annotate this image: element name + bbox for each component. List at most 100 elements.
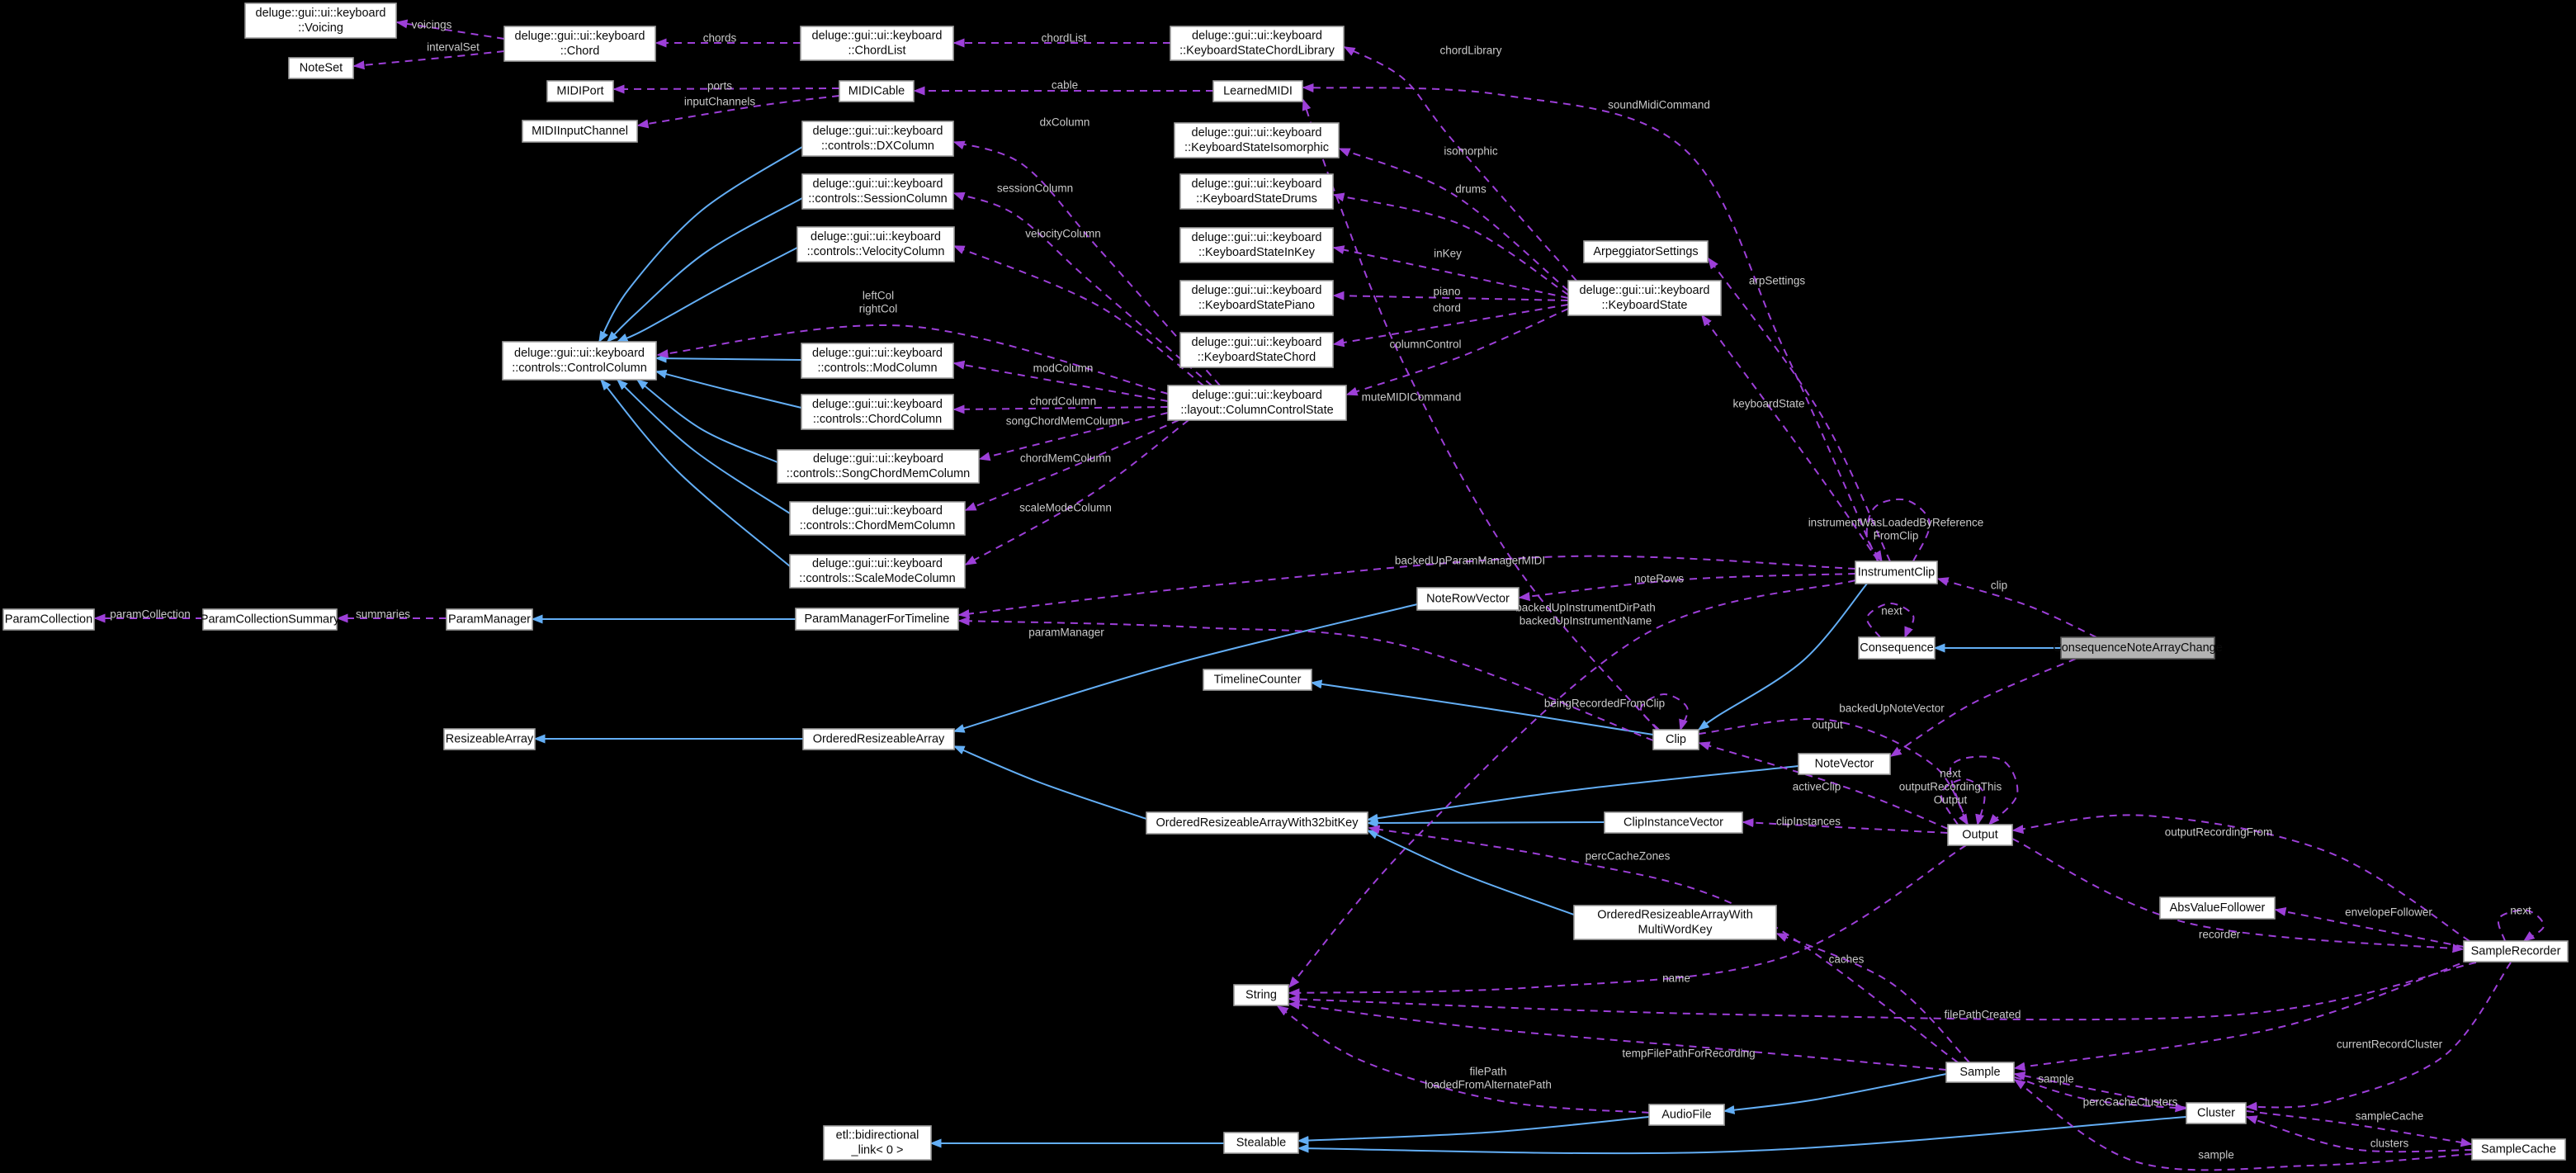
node-clip[interactable]: Clip bbox=[1652, 729, 1699, 750]
edge-iclip-ks bbox=[1701, 314, 1879, 562]
node-cluster[interactable]: Cluster bbox=[2186, 1102, 2247, 1124]
node-modcolumn[interactable]: deluge::gui::ui::keyboard::controls::Mod… bbox=[801, 343, 954, 379]
node-noteset[interactable]: NoteSet bbox=[288, 57, 354, 79]
node-midiinputchannel[interactable]: MIDIInputChannel bbox=[522, 120, 638, 143]
node-pcs[interactable]: ParamCollectionSummary bbox=[201, 608, 340, 631]
edge-clip-output bbox=[1698, 717, 1969, 826]
node-label: OrderedResizeableArrayWith32bitKey bbox=[1156, 816, 1359, 830]
edge-label: cable bbox=[1052, 79, 1078, 92]
node-arp[interactable]: ArpeggiatorSettings bbox=[1583, 240, 1709, 263]
node-kbpiano[interactable]: deluge::gui::ui::keyboard::KeyboardState… bbox=[1179, 280, 1334, 316]
edge-ks-kbinkey bbox=[1332, 245, 1569, 299]
node-conseq[interactable]: Consequence bbox=[1858, 636, 1936, 660]
edge-songchordmemcolumn-controlcolumn bbox=[636, 379, 778, 463]
node-srec[interactable]: SampleRecorder bbox=[2463, 940, 2569, 963]
node-label: ClipInstanceVector bbox=[1624, 816, 1723, 830]
node-etllink[interactable]: etl::bidirectional_link< 0 > bbox=[823, 1125, 932, 1161]
node-kbchordlib[interactable]: deluge::gui::ui::keyboard::KeyboardState… bbox=[1170, 26, 1345, 61]
node-label: deluge::gui::ui::keyboard::controls::Son… bbox=[787, 452, 970, 480]
node-learnedmidi[interactable]: LearnedMIDI bbox=[1212, 80, 1303, 102]
edge-sessioncolumn-controlcolumn bbox=[606, 197, 803, 343]
node-orda[interactable]: OrderedResizeableArray bbox=[802, 728, 955, 750]
node-kbiso[interactable]: deluge::gui::ui::keyboard::KeyboardState… bbox=[1174, 122, 1340, 158]
node-tc[interactable]: TimelineCounter bbox=[1203, 669, 1312, 691]
node-nv[interactable]: NoteVector bbox=[1798, 753, 1891, 775]
node-chordmemcolumn[interactable]: deluge::gui::ui::keyboard::controls::Cho… bbox=[789, 501, 966, 536]
edge-sample-ora32 bbox=[1368, 825, 1959, 1063]
edge-label: output bbox=[1812, 719, 1843, 731]
edge-label: filePathCreated bbox=[1944, 1009, 2021, 1021]
node-pm[interactable]: ParamManager bbox=[446, 608, 533, 631]
edge-ccs-modcolumn bbox=[952, 360, 1169, 402]
node-label: AbsValueFollower bbox=[2170, 901, 2266, 915]
edge-label: clipInstances bbox=[1776, 816, 1841, 828]
node-pmft[interactable]: ParamManagerForTimeline bbox=[795, 608, 959, 631]
node-civ[interactable]: ClipInstanceVector bbox=[1604, 811, 1743, 834]
edge-iclip-clip bbox=[1697, 583, 1868, 731]
node-kbchord[interactable]: deluge::gui::ui::keyboard::KeyboardState… bbox=[1179, 332, 1334, 368]
node-label: deluge::gui::ui::keyboard::KeyboardState… bbox=[1184, 126, 1329, 154]
node-ccs[interactable]: deluge::gui::ui::keyboard::layout::Colum… bbox=[1167, 385, 1347, 421]
edge-ks-ccs bbox=[1345, 308, 1569, 396]
node-midicable[interactable]: MIDICable bbox=[839, 80, 915, 102]
node-avf[interactable]: AbsValueFollower bbox=[2159, 896, 2276, 920]
node-kbdrums[interactable]: deluge::gui::ui::keyboard::KeyboardState… bbox=[1179, 173, 1334, 210]
node-label: ParamCollectionSummary bbox=[201, 613, 340, 627]
node-label: SampleCache bbox=[2481, 1143, 2556, 1156]
node-midiport[interactable]: MIDIPort bbox=[546, 80, 614, 102]
edge-velocitycolumn-controlcolumn bbox=[616, 247, 798, 343]
edge-cnac-iclip bbox=[1936, 577, 2097, 638]
edge-label: beingRecordedFromClip bbox=[1544, 698, 1665, 710]
edge-layer bbox=[93, 19, 2545, 1171]
node-ora32[interactable]: OrderedResizeableArrayWith32bitKey bbox=[1146, 811, 1368, 835]
node-controlcolumn[interactable]: deluge::gui::ui::keyboard::controls::Con… bbox=[502, 341, 657, 381]
node-chordcolumn[interactable]: deluge::gui::ui::keyboard::controls::Cho… bbox=[801, 394, 954, 430]
edge-label: envelopeFollower bbox=[2345, 906, 2432, 919]
edge-label: backedUpNoteVector bbox=[1839, 702, 1945, 715]
node-label: deluge::gui::ui::keyboard::KeyboardState… bbox=[1179, 30, 1335, 58]
node-songchordmemcolumn[interactable]: deluge::gui::ui::keyboard::controls::Son… bbox=[777, 449, 980, 484]
node-chordlist[interactable]: deluge::gui::ui::keyboard::ChordList bbox=[800, 26, 954, 61]
node-nrv[interactable]: NoteRowVector bbox=[1416, 587, 1520, 611]
node-sample[interactable]: Sample bbox=[1945, 1062, 2015, 1083]
node-label: deluge::gui::ui::keyboard::KeyboardState bbox=[1580, 284, 1710, 312]
node-stealable[interactable]: Stealable bbox=[1223, 1132, 1299, 1154]
edge-cluster-sample bbox=[2013, 1071, 2187, 1109]
node-velocitycolumn[interactable]: deluge::gui::ui::keyboard::controls::Vel… bbox=[796, 226, 955, 263]
node-sessioncolumn[interactable]: deluge::gui::ui::keyboard::controls::Ses… bbox=[801, 173, 954, 210]
node-label: etl::bidirectional_link< 0 > bbox=[836, 1129, 919, 1157]
node-voicing[interactable]: deluge::gui::ui::keyboard::Voicing bbox=[244, 2, 397, 39]
edge-label: clusters bbox=[2370, 1138, 2409, 1150]
edge-oramw-ora32 bbox=[1366, 830, 1575, 915]
node-string[interactable]: String bbox=[1233, 984, 1289, 1006]
node-kbinkey[interactable]: deluge::gui::ui::keyboard::KeyboardState… bbox=[1179, 227, 1334, 263]
node-dxcolumn[interactable]: deluge::gui::ui::keyboard::controls::DXC… bbox=[801, 121, 954, 157]
node-ra[interactable]: ResizeableArray bbox=[443, 728, 536, 750]
edge-iclip-learnedmidi bbox=[1302, 83, 1879, 562]
node-ks[interactable]: deluge::gui::ui::keyboard::KeyboardState bbox=[1567, 280, 1722, 316]
edge-civ-ora32 bbox=[1366, 818, 1605, 828]
node-label: ParamManagerForTimeline bbox=[805, 613, 950, 626]
edge-label: sessionColumn bbox=[997, 182, 1073, 195]
node-output[interactable]: Output bbox=[1947, 824, 2013, 846]
node-label: deluge::gui::ui::keyboard::controls::DXC… bbox=[813, 125, 943, 153]
node-scalemodecolumn[interactable]: deluge::gui::ui::keyboard::controls::Sca… bbox=[789, 554, 966, 589]
node-scache[interactable]: SampleCache bbox=[2471, 1138, 2566, 1161]
node-audiofile[interactable]: AudioFile bbox=[1648, 1104, 1725, 1126]
node-pc[interactable]: ParamCollection bbox=[2, 608, 95, 631]
node-label: ParamManager bbox=[448, 613, 531, 627]
edge-srec-avf bbox=[2274, 907, 2465, 948]
node-iclip[interactable]: InstrumentClip bbox=[1855, 560, 1938, 584]
edge-label: inKey bbox=[1434, 248, 1462, 260]
edge-audiofile-string bbox=[1276, 1005, 1650, 1114]
edge-iclip-pmft bbox=[957, 555, 1856, 619]
edge-output-output bbox=[1949, 755, 2019, 826]
node-label: deluge::gui::ui::keyboard::controls::Con… bbox=[512, 347, 647, 375]
node-chord[interactable]: deluge::gui::ui::keyboard::Chord bbox=[503, 26, 656, 62]
node-cnac[interactable]: ConsequenceNoteArrayChange bbox=[2053, 636, 2223, 660]
